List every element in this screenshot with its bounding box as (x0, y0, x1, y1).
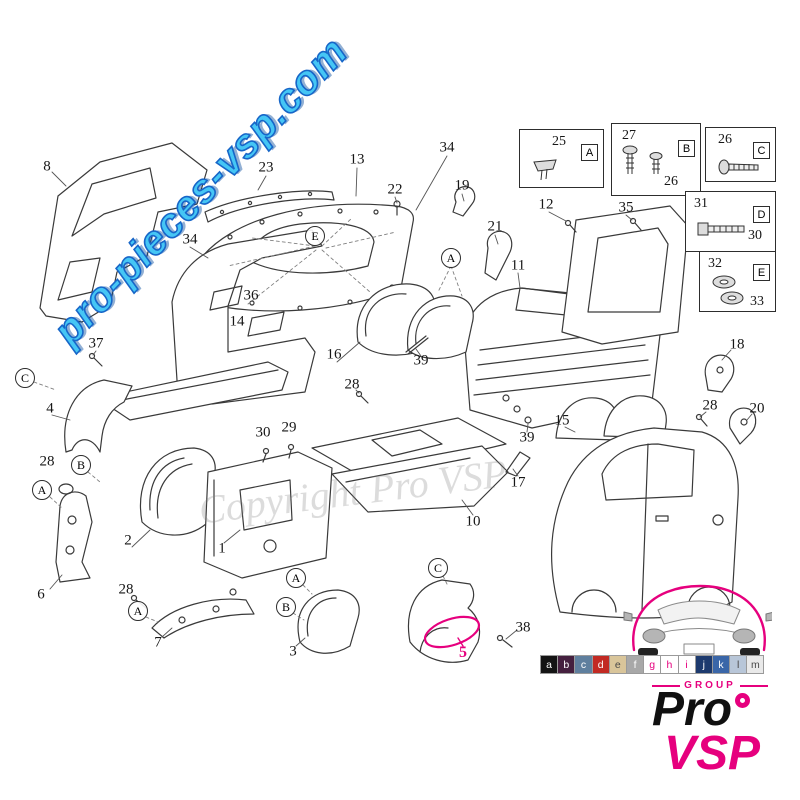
color-swatch-j: j (694, 655, 713, 674)
screw-icon (130, 594, 147, 609)
hardware-box-b: 27 B 26 (611, 123, 701, 196)
screw-icon (355, 390, 369, 404)
part-number: 32 (708, 256, 722, 271)
part-17-bracket (505, 451, 531, 477)
part-4-front-fender-left (64, 379, 133, 453)
color-swatch-f: f (625, 655, 645, 674)
wheel-left (638, 648, 658, 656)
color-swatch-l: l (729, 655, 748, 674)
rivet-icon (622, 145, 663, 174)
part-number: 31 (694, 196, 708, 211)
color-swatch-g: g (643, 655, 662, 674)
clip-icon (393, 200, 401, 216)
color-swatch-k: k (711, 655, 731, 674)
logo-line1: Pro (652, 683, 733, 736)
part-3-arch-liner (297, 589, 360, 654)
highlight-leader-line (457, 637, 464, 647)
washer-icon (712, 275, 744, 305)
part-6-bracket (55, 491, 93, 583)
letter-badge-c: C (753, 142, 770, 159)
car-outline (632, 584, 766, 652)
part-5-highlight-ellipse (423, 615, 481, 649)
leader-lines (49, 155, 753, 647)
screw-icon (564, 219, 577, 233)
rod-icon (405, 335, 429, 355)
part-number: 26 (664, 174, 678, 189)
letter-badge-e: E (753, 264, 770, 281)
part-8-side-frame (39, 142, 208, 323)
wheel-right (740, 648, 760, 656)
hardware-box-e: 32 E 33 (699, 251, 776, 312)
color-swatch-a: a (540, 655, 559, 674)
color-swatch-i: i (677, 655, 696, 674)
logo-line2: VSP (664, 727, 761, 781)
screw-icon (88, 352, 103, 367)
part-23-roof-rail (204, 190, 335, 223)
part-10-floor-mat (311, 417, 509, 513)
mirror-right (765, 611, 772, 622)
group-line-right (739, 684, 769, 687)
license-plate (683, 643, 715, 655)
part-13-roof-panel (197, 203, 415, 312)
color-swatch-m: m (746, 655, 765, 674)
screw-icon (287, 443, 295, 459)
part-12-rear-frame (561, 205, 689, 345)
part-14-flap (247, 311, 285, 337)
clip-chain-icon (502, 394, 532, 424)
color-swatch-c: c (574, 655, 593, 674)
windshield-shape (657, 600, 741, 625)
mirror-left (623, 611, 633, 622)
color-swatch-e: e (608, 655, 627, 674)
part-7-crossmember (151, 588, 255, 639)
screw-icon (629, 217, 642, 231)
bolt-icon (697, 222, 745, 236)
group-label: GROUP (684, 680, 736, 691)
letter-badge-d: D (753, 206, 770, 223)
part-number: 27 (622, 128, 636, 143)
headlight-left (642, 628, 666, 644)
seal-ring-icon (58, 483, 74, 495)
screw-icon (695, 413, 708, 427)
screw-icon (496, 634, 513, 648)
part-number: 30 (748, 228, 762, 243)
hardware-box-d: 31 D 30 (685, 191, 776, 252)
group-label-row: GROUP (652, 680, 769, 691)
part-1-firewall-panel (203, 451, 333, 579)
part-number: 33 (750, 294, 764, 309)
part-2-wheel-liner (139, 447, 216, 536)
letter-badge-a: A (581, 144, 598, 161)
hardware-box-a: 25 A (519, 129, 604, 188)
screw-icon (718, 159, 759, 175)
part-windshield-frame (171, 229, 323, 405)
headlight-right (732, 628, 756, 644)
part-number: 26 (718, 132, 732, 147)
part-20-bracket (728, 407, 757, 445)
car-front-sketch (623, 584, 772, 656)
part-15-rear-arches (555, 395, 667, 441)
hardware-box-c: 26 C (705, 127, 776, 182)
group-line-left (652, 684, 681, 687)
clip-icon (533, 159, 557, 181)
provsp-logo: Pro VSP (652, 683, 761, 781)
logo-ring-icon (735, 693, 751, 708)
screw-icon (262, 447, 270, 463)
part-16-arch-shells (356, 283, 474, 360)
color-swatch-b: b (557, 655, 576, 674)
part-number: 25 (552, 134, 566, 149)
color-swatch-d: d (591, 655, 610, 674)
small-fasteners (58, 200, 708, 648)
part-36-flap (209, 285, 243, 311)
letter-badge-b: B (678, 140, 695, 157)
color-swatch-h: h (660, 655, 679, 674)
part-21-bracket (484, 230, 513, 281)
part-side-body-panel (550, 427, 739, 619)
part-18-bracket (704, 354, 735, 393)
